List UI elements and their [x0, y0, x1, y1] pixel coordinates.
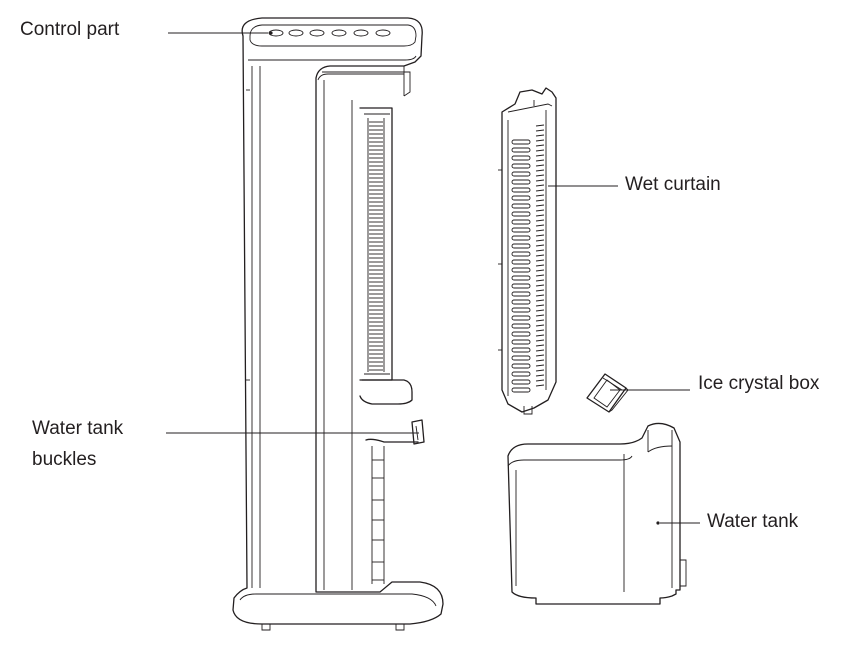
- label-water-tank-buckles-line2: buckles: [32, 449, 97, 470]
- label-wet-curtain: Wet curtain: [625, 174, 721, 195]
- water-tank-part: [507, 422, 687, 605]
- label-water-tank-buckles-line1: Water tank: [32, 418, 124, 439]
- label-control-part: Control part: [20, 19, 120, 40]
- label-ice-crystal-box: Ice crystal box: [698, 373, 820, 394]
- leader-lines: [166, 31, 700, 525]
- label-water-tank: Water tank: [707, 511, 799, 532]
- wet-curtain: [498, 87, 557, 415]
- ice-crystal-box: [586, 373, 629, 413]
- control-buttons: [268, 29, 391, 37]
- tower-grille: [367, 118, 385, 372]
- tower-body: [232, 17, 444, 631]
- wet-curtain-slats: [511, 124, 545, 393]
